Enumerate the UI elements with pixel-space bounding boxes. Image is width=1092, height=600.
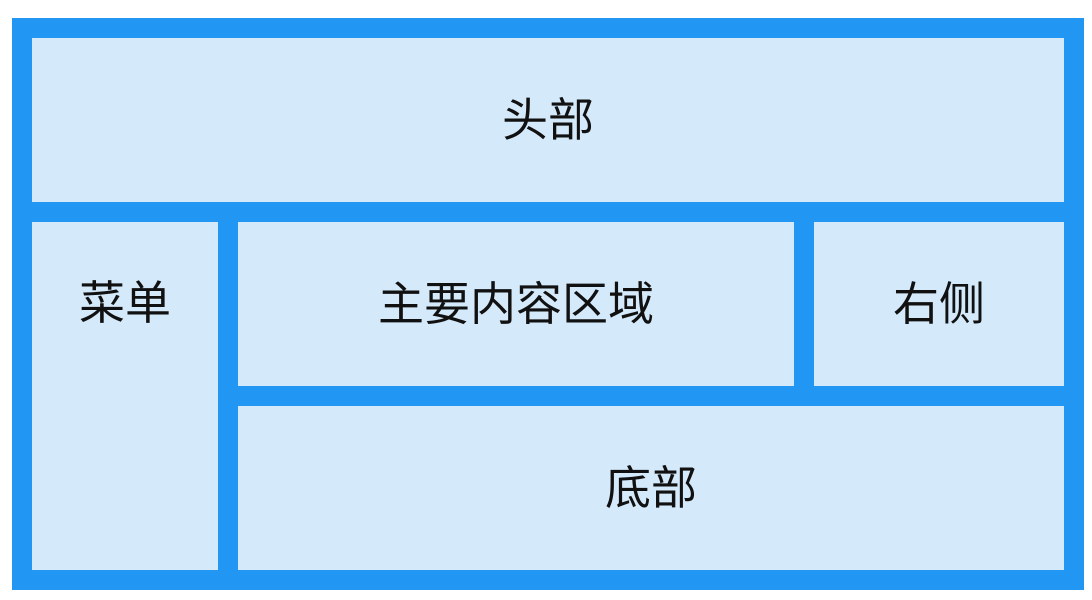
right-sidebar-region: 右侧 (814, 222, 1064, 386)
right-sidebar-label: 右侧 (893, 277, 985, 331)
footer-region: 底部 (238, 406, 1064, 570)
main-content-label: 主要内容区域 (378, 277, 654, 331)
header-region: 头部 (32, 38, 1064, 202)
layout-grid: 头部 菜单 主要内容区域 右侧 底部 (12, 18, 1084, 590)
menu-label: 菜单 (79, 276, 171, 330)
header-label: 头部 (502, 93, 594, 147)
menu-region: 菜单 (32, 222, 218, 570)
footer-label: 底部 (605, 461, 697, 515)
main-content-region: 主要内容区域 (238, 222, 794, 386)
